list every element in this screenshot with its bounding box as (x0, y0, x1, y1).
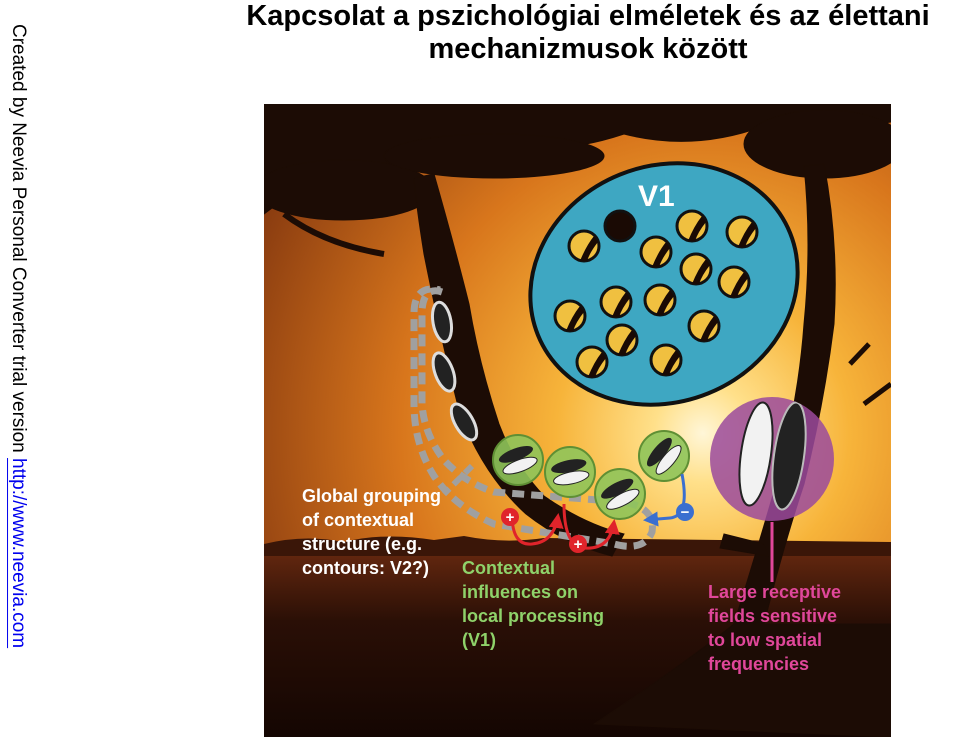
label-line: influences on (462, 582, 578, 602)
v1-area: V1 (528, 161, 800, 407)
contour-rf (449, 402, 479, 442)
label-line: fields sensitive (708, 606, 837, 626)
green-receptive-field (638, 430, 690, 482)
v1-hole (643, 283, 677, 317)
page-title: Kapcsolat a pszichológiai elméletek és a… (218, 0, 958, 66)
v1-hole (567, 229, 601, 263)
excitatory-arrow-left (510, 513, 564, 546)
page-title-line2: mechanizmusok között (428, 33, 748, 65)
green-receptive-fields (492, 430, 690, 520)
v1-hole (649, 343, 683, 377)
page-title-line1: Kapcsolat a pszichológiai elméletek és a… (246, 0, 930, 32)
label-line: to low spatial (708, 630, 822, 650)
watermark: Created by Neevia Personal Converter tri… (6, 24, 30, 648)
v1-hole (675, 209, 709, 243)
label-line: Global grouping (302, 486, 441, 506)
svg-text:+: + (574, 536, 583, 553)
plus-icon: + (569, 535, 587, 553)
minus-icon: − (676, 503, 694, 521)
contour-receptive-fields (430, 300, 479, 442)
contour-pointer-line (441, 463, 475, 497)
contour-rf (430, 300, 454, 344)
label-line: structure (e.g. (302, 534, 422, 554)
label-line: Large receptive (708, 582, 841, 602)
svg-text:+: + (506, 509, 515, 526)
label-contextual-influences: Contextual influences on local processin… (462, 558, 604, 650)
v1-hole (553, 299, 587, 333)
v1-hole (717, 265, 751, 299)
plus-icon: + (501, 508, 519, 526)
label-global-grouping: Global grouping of contextual structure … (302, 486, 441, 578)
tree-silhouette (264, 104, 891, 737)
v1-hole (599, 285, 633, 319)
v1-hole (687, 309, 721, 343)
label-line: contours: V2?) (302, 558, 429, 578)
label-line: frequencies (708, 654, 809, 674)
svg-text:−: − (681, 504, 690, 521)
green-receptive-field (594, 468, 646, 520)
label-line: Contextual (462, 558, 555, 578)
v1-hole (575, 345, 609, 379)
label-large-receptive-fields: Large receptive fields sensitive to low … (708, 582, 841, 674)
green-receptive-field (492, 434, 544, 486)
label-line: of contextual (302, 510, 414, 530)
v1-hole (603, 209, 637, 243)
green-receptive-field (544, 446, 596, 498)
watermark-text: Created by Neevia Personal Converter tri… (8, 24, 29, 459)
receptive-field-figure: V1 + + − Global grouping of conte (264, 104, 891, 737)
v1-hole (605, 323, 639, 357)
v1-hole (725, 215, 759, 249)
v1-hole (679, 252, 713, 286)
v1-label: V1 (638, 180, 675, 213)
contour-grouping-outline (410, 285, 656, 550)
label-line: (V1) (462, 630, 496, 650)
label-line: local processing (462, 606, 604, 626)
large-receptive-field (710, 397, 834, 582)
v1-holes (553, 209, 759, 379)
contour-rf (431, 351, 457, 393)
watermark-link[interactable]: http://www.neevia.com (8, 458, 29, 649)
v1-hole (639, 235, 673, 269)
